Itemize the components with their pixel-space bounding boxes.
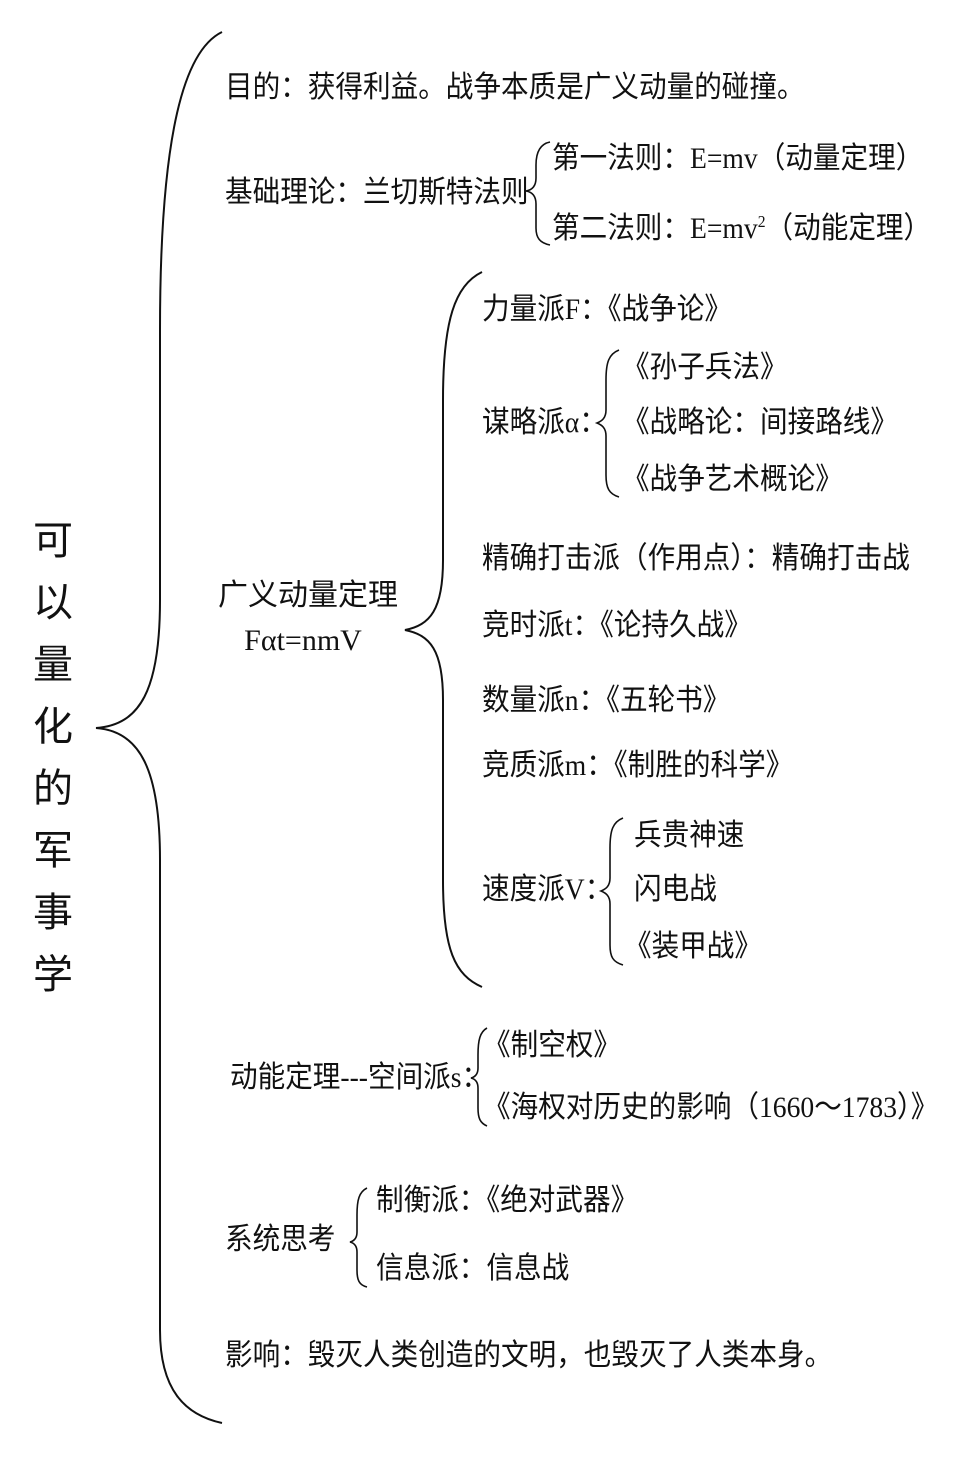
root-char: 量 [33,642,73,687]
impact-node: 影响：毁灭人类创造的文明，也毁灭了人类本身。 [225,1339,833,1372]
root-char: 军 [33,828,73,873]
school-quantity: 数量派n：《五轮书》 [482,684,731,717]
law-second-exponent: 2 [757,212,766,231]
root-title: 可 以 量 化 的 军 事 学 [30,510,76,1006]
root-char: 事 [33,890,73,935]
law-first: 第一法则：E=mv（动量定理） [552,141,923,177]
law-first-formula: 第一法则：E=mv [552,142,758,175]
system-thinking-label: 系统思考 [225,1223,336,1256]
school-force: 力量派F：《战争论》 [482,293,732,326]
system-item: 制衡派：《绝对武器》 [376,1184,639,1217]
strategy-book: 《战略论：间接路线》 [622,406,898,439]
school-strategy-label: 谋略派α： [482,406,607,439]
root-char: 化 [33,704,73,749]
system-brace [349,1187,368,1288]
school-time: 竞时派t：《论持久战》 [482,609,752,642]
root-char: 学 [33,952,73,997]
root-char: 可 [33,518,73,563]
basic-theory-label: 基础理论：兰切斯特法则 [225,176,529,209]
law-second-note: （动能定理） [765,212,932,245]
school-precision: 精确打击派（作用点）：精确打击战 [482,542,910,575]
kinetic-book: 《海权对历史的影响（1660～1783）》 [483,1091,939,1124]
speed-brace [598,817,624,966]
school-quality: 竞质派m：《制胜的科学》 [482,749,794,782]
kinetic-book: 《制空权》 [483,1029,621,1062]
law-first-note: （动量定理） [757,142,924,175]
strategy-brace [594,349,620,498]
purpose-node: 目的：获得利益。战争本质是广义动量的碰撞。 [225,71,805,104]
law-second-formula: 第二法则：E=mv [552,212,758,245]
root-char: 以 [33,580,73,625]
kinetic-brace [470,1027,488,1127]
strategy-book: 《孙子兵法》 [622,351,788,384]
kinetic-theorem-label: 动能定理---空间派s： [230,1061,490,1094]
momentum-theorem-label: 广义动量定理 [218,579,398,612]
strategy-book: 《战争艺术概论》 [622,463,843,496]
speed-item: 闪电战 [634,873,717,906]
main-brace [95,31,223,1424]
school-speed-label: 速度派V： [482,873,613,906]
speed-item: 《装甲战》 [624,930,762,963]
momentum-theorem-formula: Fαt=nmV [244,624,362,657]
basic-theory-brace [525,141,551,246]
system-item: 信息派：信息战 [376,1252,570,1285]
speed-item: 兵贵神速 [634,819,745,852]
root-char: 的 [33,766,73,811]
law-second: 第二法则：E=mv2（动能定理） [552,211,931,247]
momentum-brace [404,271,483,988]
